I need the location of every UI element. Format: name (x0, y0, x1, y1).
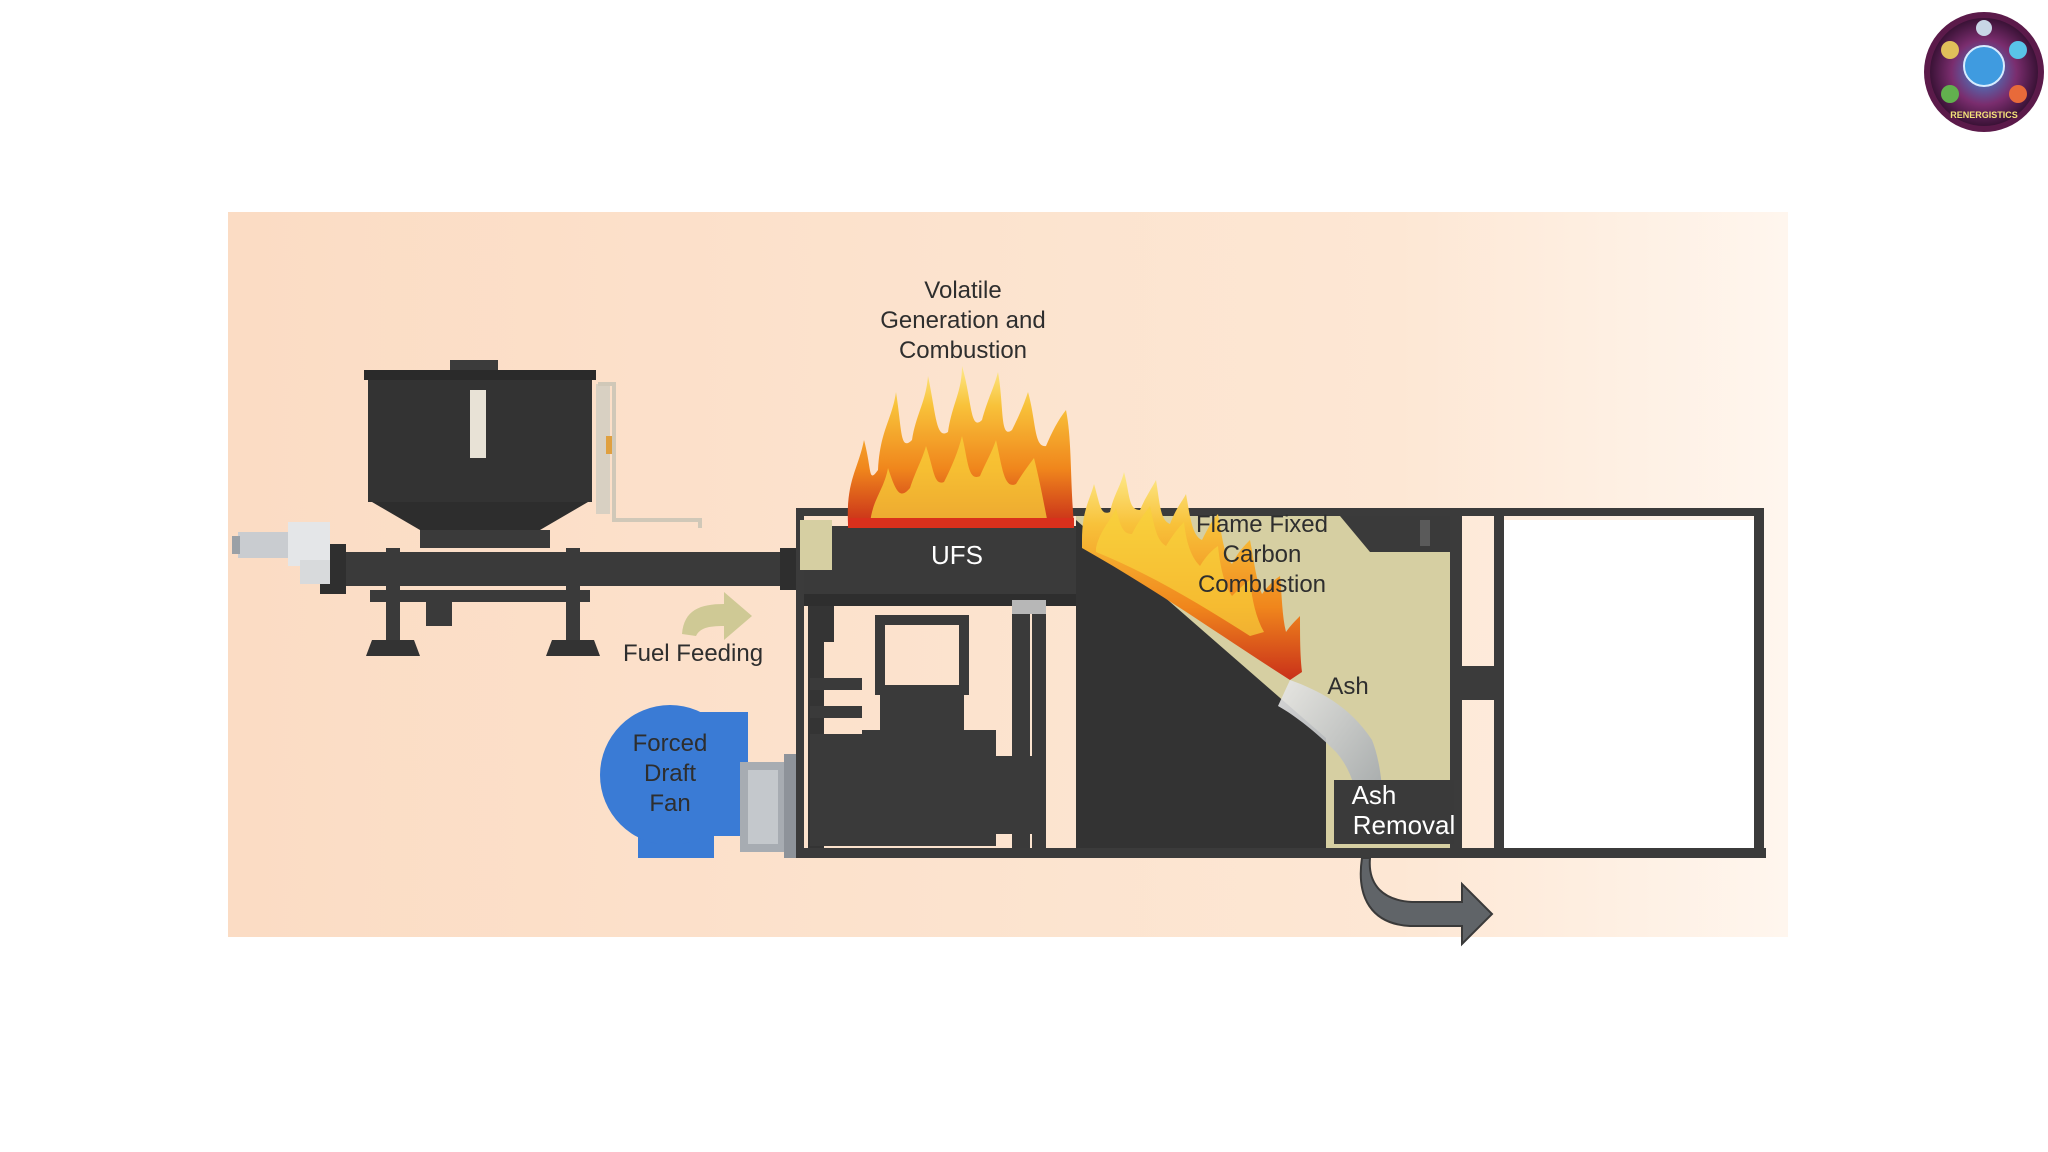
ufs-flames (847, 366, 1074, 528)
ufs-label: UFS (931, 540, 983, 570)
globe-badge-icon (1963, 45, 2005, 87)
volatile-label-line-1: Volatile (924, 277, 1001, 304)
fan-label-line-3: Fan (649, 790, 690, 817)
drive-motor (232, 522, 330, 584)
logo-badge: RENERGISTICS (1924, 12, 2044, 132)
volatile-label-line-2: Generation and (880, 307, 1045, 334)
screw-conveyor (320, 544, 796, 594)
grate-flames (1082, 472, 1302, 680)
forced-draft-fan (600, 705, 798, 858)
ash-removal-arrow (1359, 857, 1494, 947)
ash-label: Ash (1327, 673, 1368, 700)
ash-removal-label-line-1: Ash (1352, 780, 1397, 810)
flame-fixed-label-line-1: Flame Fixed (1196, 511, 1328, 538)
flame-fixed-label-line-2: Carbon (1223, 541, 1302, 568)
fuel-hopper (364, 360, 702, 548)
fan-label-line-1: Forced (633, 730, 708, 757)
ash-removal-box (1334, 780, 1454, 844)
volatile-label-line-3: Combustion (899, 337, 1027, 364)
fuel-feeding-arrow (682, 592, 752, 640)
fan-label-line-2: Draft (644, 760, 696, 787)
flame-fixed-label-line-3: Combustion (1198, 571, 1326, 598)
fuel-feeding-label: Fuel Feeding (623, 640, 763, 667)
ash-removal-label-line-2: Removal (1353, 810, 1456, 840)
logo-text: RENERGISTICS (1950, 110, 2018, 120)
